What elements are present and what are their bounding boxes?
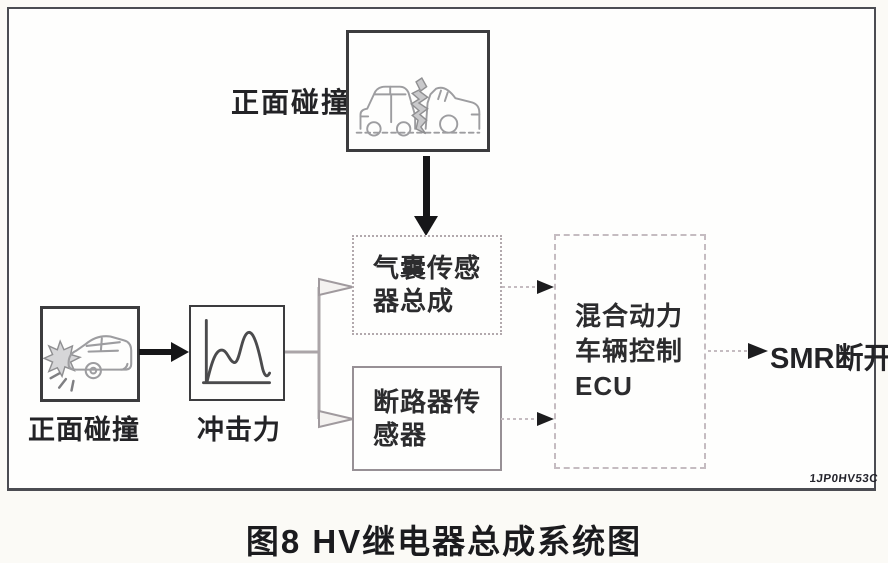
hollow-arrow-up-branch — [318, 277, 354, 297]
figure-caption: 图8 HV继电器总成系统图 — [245, 523, 643, 560]
arrowhead-smr-output — [748, 343, 768, 359]
two-car-collision-icon — [355, 77, 481, 137]
right-arrow — [139, 342, 189, 362]
airbag-sensor-label: 气囊传感器总成 — [373, 253, 482, 316]
impact-starburst-icon — [43, 339, 82, 379]
circuit-breaker-sensor-label: 断路器传感器 — [373, 386, 482, 450]
frontal-collision-top-label: 正面碰撞 — [231, 87, 352, 118]
hollow-arrow-down-branch — [318, 409, 354, 429]
hv-control-ecu-box: 混合动力车辆控制ECU — [554, 234, 706, 469]
impact-waveform-icon — [202, 318, 271, 385]
arrowhead-breaker-to-ecu — [537, 412, 554, 426]
impact-starburst-icon — [410, 77, 429, 135]
impact-force-picture-box — [189, 305, 285, 401]
impact-force-label: 冲击力 — [197, 415, 281, 445]
airbag-sensor-box: 气囊传感器总成 — [352, 235, 502, 335]
circuit-breaker-sensor-box: 断路器传感器 — [352, 366, 502, 471]
figure-reference-code: 1JP0HV53C — [808, 473, 879, 485]
hv-control-ecu-label: 混合动力车辆控制ECU — [575, 301, 684, 401]
car-crash-icon — [43, 335, 133, 392]
collision-picture-box — [346, 30, 490, 152]
down-arrow — [414, 156, 438, 236]
ecu-to-smr-connector — [708, 343, 768, 359]
frontal-collision-left-label: 正面碰撞 — [28, 415, 140, 445]
smr-output-label: SMR断开 — [770, 343, 888, 375]
impact-lines-icon — [49, 372, 75, 392]
sensor-to-ecu-connectors — [501, 280, 554, 426]
diagram-frame: 正面碰撞 — [7, 7, 888, 491]
frontal-collision-picture-box — [40, 306, 140, 402]
split-connector — [285, 277, 354, 429]
arrowhead-airbag-to-ecu — [537, 280, 554, 294]
